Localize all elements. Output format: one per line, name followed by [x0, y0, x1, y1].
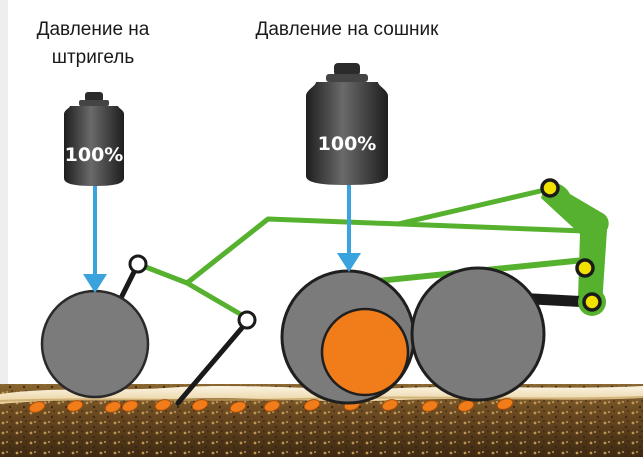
- weight-icon: 100%: [306, 63, 388, 185]
- harrow-weight-value: 100%: [65, 144, 124, 166]
- seed: [263, 400, 281, 412]
- coulter-pressure-label: Давление на сошник: [255, 19, 439, 40]
- pivot-yellow-mid: [575, 258, 595, 278]
- frame-harrow-link: [135, 261, 250, 321]
- pivots: [128, 178, 606, 330]
- seed: [303, 399, 321, 411]
- pivot-white-lower: [237, 310, 257, 330]
- seed: [191, 399, 209, 411]
- pressure-arrows: [83, 184, 361, 293]
- coulter-assembly: [280, 266, 546, 405]
- harrow-arrow-head: [83, 274, 107, 293]
- harrow-tine: [175, 319, 250, 406]
- seed: [496, 398, 514, 410]
- seed: [381, 399, 399, 411]
- seed: [457, 400, 475, 412]
- coulter-weight-value: 100%: [318, 133, 377, 155]
- seed: [121, 400, 139, 412]
- pivot-yellow-top: [540, 178, 560, 198]
- frame-upper-link: [184, 216, 587, 286]
- seed: [66, 400, 84, 412]
- seed: [229, 401, 247, 413]
- seed: [104, 401, 122, 413]
- seed: [154, 399, 172, 411]
- frame-rear-bracket: [541, 182, 609, 314]
- seeds: [28, 398, 514, 413]
- seed: [421, 400, 439, 412]
- seed: [28, 401, 46, 413]
- frame-top-arm: [395, 186, 552, 227]
- coulter-hub: [320, 307, 410, 397]
- pivot-white-upper: [128, 254, 148, 274]
- pivot-yellow-bottom: [582, 292, 602, 312]
- coulter-arrow-head: [337, 253, 361, 272]
- press-wheel: [410, 266, 546, 402]
- harrow-pressure-label: Давление на штригель: [36, 19, 150, 68]
- harrow-wheel: [40, 289, 150, 399]
- weight-icon: 100%: [64, 92, 124, 186]
